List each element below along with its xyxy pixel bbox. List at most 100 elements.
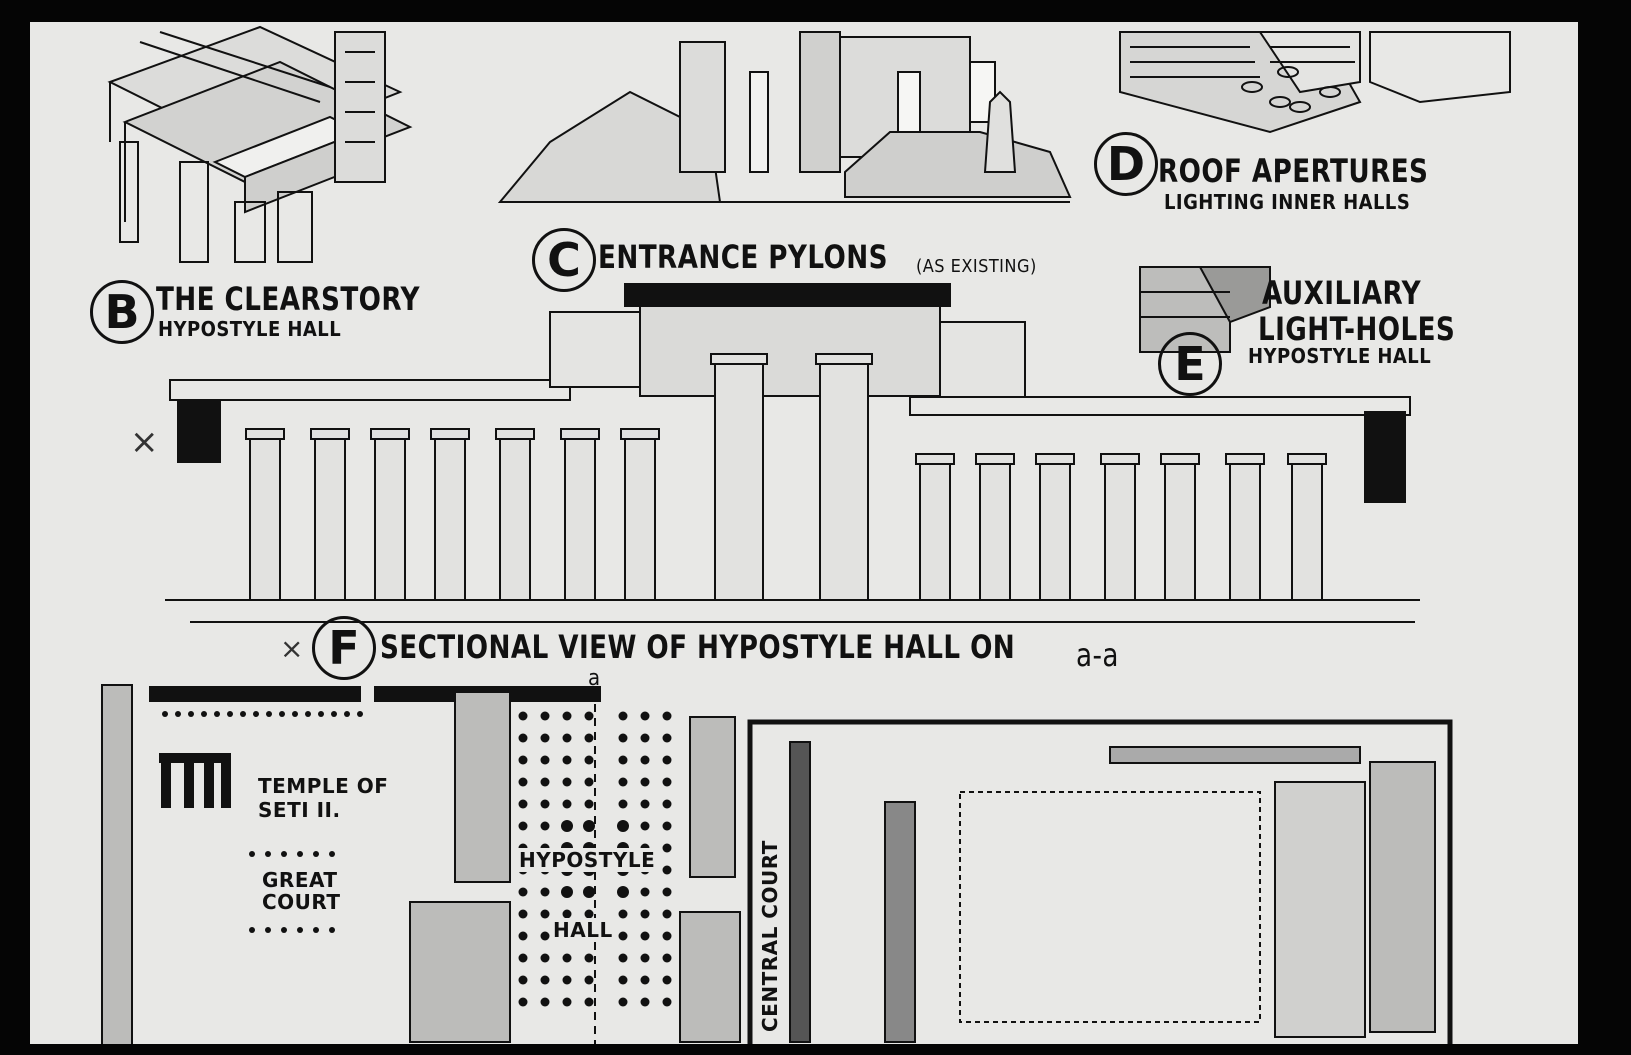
plan-column xyxy=(240,711,246,717)
plan-column xyxy=(618,711,628,721)
roof-apertures-drawing xyxy=(1119,31,1511,134)
section-column xyxy=(1104,461,1136,601)
plan-column xyxy=(518,733,528,743)
plan-column xyxy=(662,909,672,919)
plan-column xyxy=(518,997,528,1007)
plan-column xyxy=(662,997,672,1007)
plan-column xyxy=(640,821,650,831)
panel-f-section-mark: a-a xyxy=(1076,636,1119,674)
panel-e-title-line1: AUXILIARY xyxy=(1262,274,1422,312)
panel-f-letter-circle: F xyxy=(312,616,376,680)
plan-column xyxy=(281,927,287,933)
plan-column xyxy=(249,927,255,933)
plan-column xyxy=(640,777,650,787)
plan-column xyxy=(329,927,335,933)
plan-column xyxy=(266,711,272,717)
light-holes-drawing xyxy=(1139,266,1271,353)
plan-temple-label-1: TEMPLE OF xyxy=(258,774,389,798)
panel-c-note: (AS EXISTING) xyxy=(916,256,1037,277)
plan-column xyxy=(279,711,285,717)
plan-column xyxy=(662,799,672,809)
plan-column xyxy=(662,931,672,941)
plan-column xyxy=(162,711,168,717)
section-column xyxy=(249,436,281,601)
plan-column xyxy=(640,975,650,985)
plan-column xyxy=(518,711,528,721)
plan-column xyxy=(175,711,181,717)
section-column xyxy=(1039,461,1071,601)
plan-column xyxy=(617,886,629,898)
plan-column xyxy=(562,997,572,1007)
plan-column xyxy=(618,953,628,963)
plan-column xyxy=(640,909,650,919)
section-columns xyxy=(245,353,1327,601)
plan-column xyxy=(584,799,594,809)
plan-column xyxy=(584,755,594,765)
plan-column xyxy=(640,733,650,743)
plan-column xyxy=(281,851,287,857)
plan-column xyxy=(540,953,550,963)
plan-column xyxy=(561,820,573,832)
panel-b-letter-circle: B xyxy=(90,280,154,344)
plan-column xyxy=(584,997,594,1007)
plan-column xyxy=(662,865,672,875)
plan-column xyxy=(584,733,594,743)
section-column-capital xyxy=(310,428,350,440)
plan-column xyxy=(249,851,255,857)
plan-column xyxy=(618,909,628,919)
plan-column xyxy=(562,953,572,963)
section-column-capital xyxy=(620,428,660,440)
plan-column xyxy=(540,931,550,941)
plan-hall-label-1: HYPOSTYLE xyxy=(516,848,659,872)
plan-column xyxy=(265,927,271,933)
plan-column xyxy=(313,851,319,857)
plan-column xyxy=(562,975,572,985)
plan-column xyxy=(540,887,550,897)
panel-d-subtitle: LIGHTING INNER HALLS xyxy=(1164,190,1411,214)
plan-column xyxy=(253,711,259,717)
plan-column xyxy=(518,755,528,765)
plan-column xyxy=(518,777,528,787)
plan-column xyxy=(584,711,594,721)
plan-column xyxy=(640,931,650,941)
plan-column xyxy=(214,711,220,717)
plan-column xyxy=(318,711,324,717)
plan-column xyxy=(618,975,628,985)
plan-column xyxy=(662,821,672,831)
section-column-capital xyxy=(1035,453,1075,465)
plan-column xyxy=(640,799,650,809)
plan-column xyxy=(540,777,550,787)
plan-column xyxy=(662,887,672,897)
panel-d-letter-circle: D xyxy=(1094,132,1158,196)
plan-central-court-label: CENTRAL COURT xyxy=(758,840,782,1032)
plan-column xyxy=(265,851,271,857)
plan-column xyxy=(618,755,628,765)
plan-column xyxy=(640,997,650,1007)
plan-column xyxy=(540,711,550,721)
plan-column xyxy=(329,851,335,857)
section-column-capital xyxy=(710,353,768,365)
plan-column xyxy=(617,820,629,832)
plan-column xyxy=(618,777,628,787)
plan-column xyxy=(540,755,550,765)
plan-column xyxy=(540,733,550,743)
plan-column xyxy=(584,953,594,963)
plan-column xyxy=(640,755,650,765)
section-column xyxy=(1229,461,1261,601)
plan-column xyxy=(518,799,528,809)
plan-column xyxy=(662,777,672,787)
section-column-capital xyxy=(560,428,600,440)
plan-column xyxy=(540,909,550,919)
plan-column xyxy=(584,777,594,787)
panel-e-title-line2: LIGHT-HOLES xyxy=(1258,310,1456,348)
plan-column xyxy=(540,821,550,831)
panel-f-title: SECTIONAL VIEW OF HYPOSTYLE HALL ON xyxy=(380,628,1016,666)
panel-d-title: ROOF APERTURES xyxy=(1158,152,1429,190)
plan-section-marker: a xyxy=(588,666,601,691)
plan-column xyxy=(518,953,528,963)
plan-column xyxy=(297,927,303,933)
plan-temple-label-2: SETI II. xyxy=(258,798,341,822)
plan-column xyxy=(331,711,337,717)
section-column-capital xyxy=(1287,453,1327,465)
plan-column xyxy=(584,975,594,985)
